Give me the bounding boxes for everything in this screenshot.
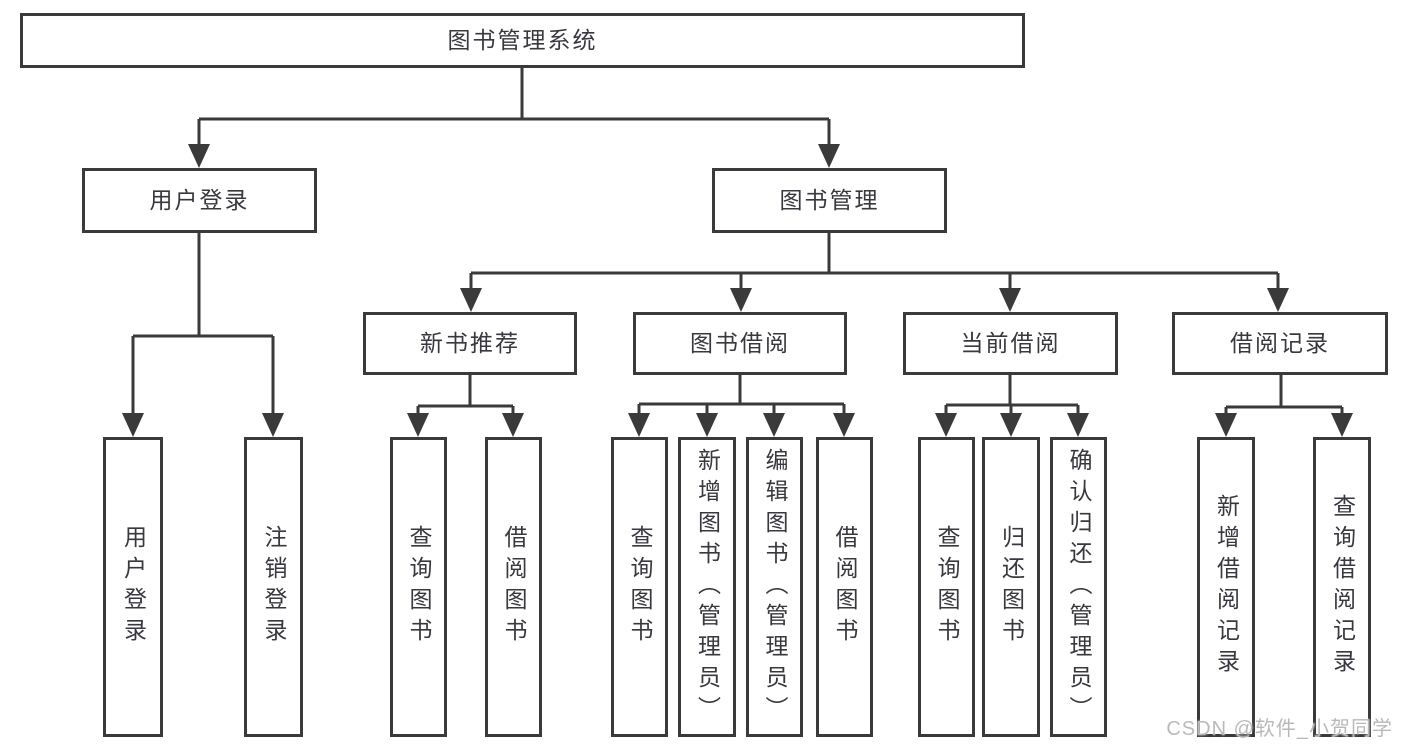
leaf-records-add-borrow-record: 新增借阅记录 — [1197, 437, 1255, 737]
leaf-label: 查询借阅记录 — [1329, 494, 1356, 680]
leaf-borrow-query-books: 查询图书 — [611, 437, 668, 737]
connector-book-borrow-split — [637, 375, 846, 414]
arrowheads-level2 — [188, 144, 840, 168]
arrowheads-book-borrow-split — [628, 413, 855, 437]
leaf-borrow-edit-books-admin: 编辑图书（管理员） — [746, 437, 803, 737]
leaf-newbook-query-books: 查询图书 — [390, 437, 447, 737]
node-book-borrowing: 图书借阅 — [633, 312, 847, 375]
leaf-label: 借阅图书 — [832, 525, 858, 649]
leaf-records-query-borrow-record: 查询借阅记录 — [1313, 437, 1371, 737]
leaf-logout: 注销登录 — [244, 437, 303, 737]
leaf-borrow-add-books-admin: 新增图书（管理员） — [678, 437, 736, 737]
leaf-newbook-borrow-books: 借阅图书 — [485, 437, 542, 737]
connector-book-management-to-level3 — [469, 233, 1280, 289]
arrowheads-new-book-split — [407, 413, 524, 437]
leaf-label: 借阅图书 — [501, 525, 527, 649]
connector-root-to-level2 — [197, 68, 831, 146]
node-user-login: 用户登录 — [82, 168, 317, 233]
connector-new-book-split — [416, 375, 515, 414]
connector-user-login-split — [131, 233, 275, 413]
leaf-label: 查询图书 — [627, 525, 653, 649]
leaf-label: 新增图书（管理员） — [694, 447, 721, 727]
leaf-label: 用户登录 — [120, 525, 147, 649]
node-book-management: 图书管理 — [712, 168, 947, 233]
leaf-label: 查询图书 — [406, 525, 432, 649]
connector-borrow-records-split — [1224, 375, 1344, 414]
node-borrowing-records: 借阅记录 — [1172, 312, 1388, 375]
leaf-user-login: 用户登录 — [103, 437, 163, 737]
arrowheads-current-borrow-split — [935, 413, 1089, 437]
leaf-current-return-books: 归还图书 — [982, 437, 1040, 737]
csdn-watermark: CSDN @软件_小贺同学 — [1166, 718, 1393, 740]
node-current-borrowing: 当前借阅 — [903, 312, 1118, 375]
leaf-label: 新增借阅记录 — [1213, 494, 1240, 680]
node-new-book-recommendation: 新书推荐 — [363, 312, 577, 375]
leaf-label: 确认归还（管理员） — [1066, 447, 1092, 727]
arrowheads-user-login-split — [122, 413, 284, 437]
connector-current-borrow-split — [944, 375, 1080, 414]
leaf-label: 归还图书 — [998, 525, 1025, 649]
leaf-label: 编辑图书（管理员） — [762, 447, 788, 727]
leaf-current-confirm-return-admin: 确认归还（管理员） — [1050, 437, 1107, 737]
leaf-label: 注销登录 — [261, 525, 287, 649]
node-root-library-management-system: 图书管理系统 — [20, 13, 1025, 68]
leaf-current-query-books: 查询图书 — [918, 437, 975, 737]
leaf-borrow-borrow-books: 借阅图书 — [816, 437, 873, 737]
arrowheads-borrow-records-split — [1215, 413, 1353, 437]
leaf-label: 查询图书 — [934, 525, 960, 649]
arrowheads-level3 — [460, 288, 1289, 312]
